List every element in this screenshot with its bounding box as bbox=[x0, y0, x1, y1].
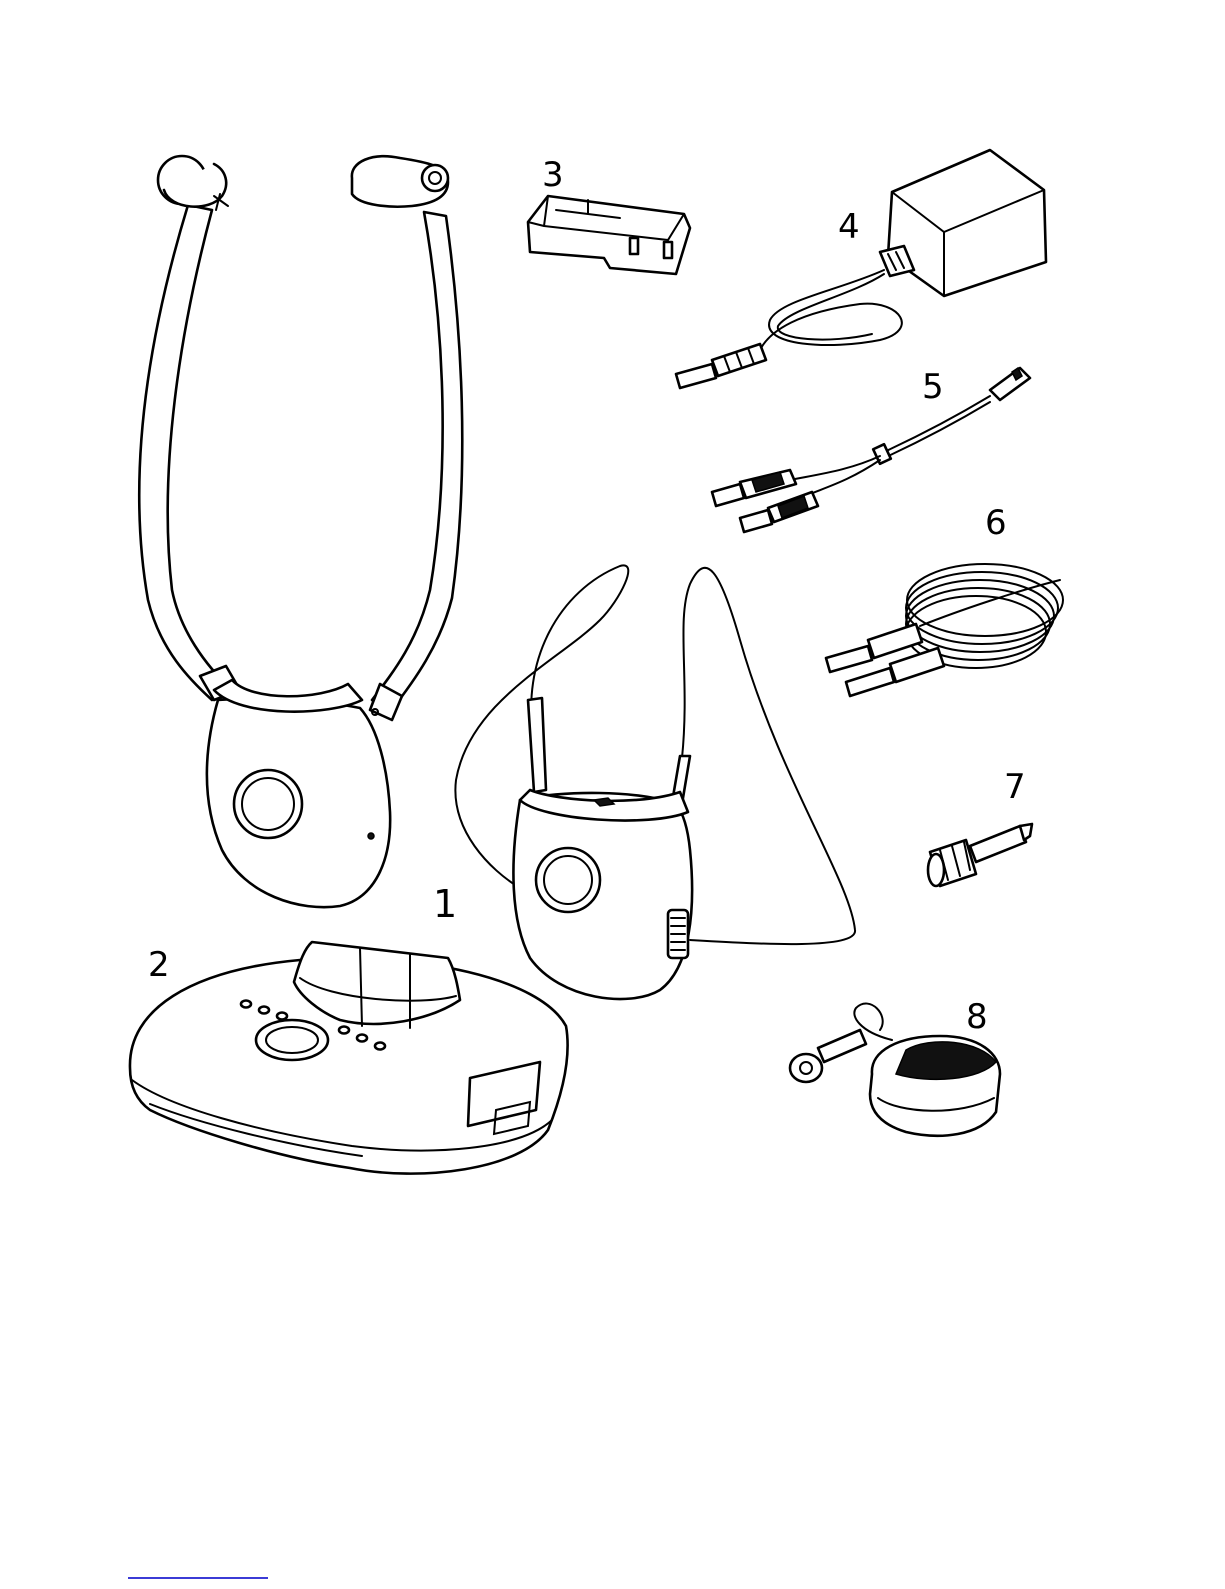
rca-adapter-cable-illustration bbox=[712, 368, 1030, 532]
charging-base-illustration bbox=[130, 942, 568, 1174]
callout-3: 3 bbox=[542, 158, 564, 192]
stethoscope-headset-illustration bbox=[139, 156, 462, 907]
battery-pack-illustration bbox=[528, 196, 690, 274]
callout-1: 1 bbox=[433, 885, 457, 923]
callout-7: 7 bbox=[1004, 770, 1026, 804]
power-adapter-illustration bbox=[676, 150, 1046, 388]
jack-adapter-illustration bbox=[928, 824, 1032, 886]
callout-8: 8 bbox=[966, 1000, 988, 1034]
callout-5: 5 bbox=[922, 370, 944, 404]
callout-6: 6 bbox=[985, 506, 1007, 540]
callout-4: 4 bbox=[838, 210, 860, 244]
stereo-audio-cable-illustration bbox=[826, 564, 1063, 696]
neckloop-receiver-illustration bbox=[455, 565, 855, 999]
callout-2: 2 bbox=[148, 948, 170, 982]
footer-rule bbox=[128, 1577, 268, 1579]
